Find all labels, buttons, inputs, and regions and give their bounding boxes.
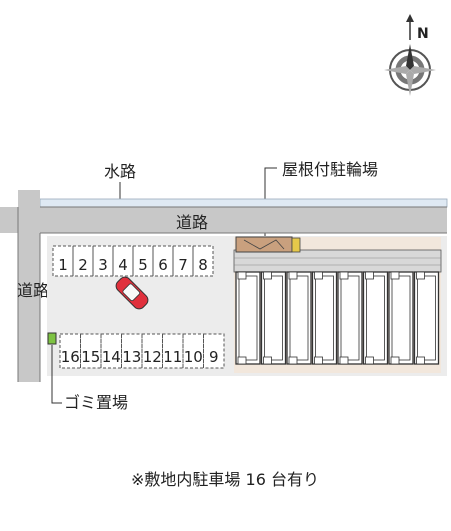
- parking-space-number: 2: [78, 256, 88, 274]
- garbage-station: [47, 332, 57, 345]
- bike-parking: [235, 236, 293, 253]
- road-left: [18, 190, 40, 382]
- apartment-unit: [337, 271, 363, 365]
- garbage-label: ゴミ置場: [64, 393, 128, 412]
- apartment-unit: [286, 271, 312, 365]
- parking-space-number: 5: [138, 256, 148, 274]
- waterway-label: 水路: [104, 162, 136, 181]
- parking-space-number: 16: [61, 348, 80, 366]
- parking-space-number: 1: [58, 256, 68, 274]
- apartment-unit: [260, 271, 287, 365]
- car-icon: [115, 276, 149, 310]
- apartment-unit: [311, 271, 338, 365]
- parking-space-number: 7: [178, 256, 188, 274]
- parking-space-number: 3: [98, 256, 108, 274]
- parking-space-number: 11: [163, 348, 182, 366]
- parking-space-number: 13: [122, 348, 141, 366]
- bike-parking-label: 屋根付駐輪場: [282, 160, 378, 179]
- building-hatch: [233, 249, 442, 273]
- parking-space-number: 6: [158, 256, 168, 274]
- parking-space-number: 15: [81, 348, 100, 366]
- north-label: N: [417, 26, 429, 42]
- road-left-label: 道路: [17, 281, 49, 300]
- apartment-unit: [235, 271, 261, 365]
- parking-space-number: 4: [118, 256, 128, 274]
- parking-space-number: 9: [209, 348, 219, 366]
- apartment-unit: [362, 271, 389, 365]
- parking-space: [203, 333, 225, 369]
- road-top: [0, 207, 447, 233]
- apartment-unit: [413, 271, 440, 365]
- apartment-units: [235, 271, 440, 365]
- road-top-label: 道路: [176, 213, 208, 232]
- waterway: [39, 198, 448, 208]
- footer-note: ※敷地内駐車場 16 台有り: [131, 470, 319, 489]
- parking-space-number: 12: [143, 348, 162, 366]
- parking-space-number: 8: [198, 256, 208, 274]
- parking-space-number: 10: [184, 348, 203, 366]
- parking-space-number: 14: [102, 348, 121, 366]
- compass-rose-icon: [384, 14, 436, 96]
- parking-space: [192, 245, 214, 277]
- apartment-unit: [388, 271, 414, 365]
- compass: N: [384, 14, 436, 96]
